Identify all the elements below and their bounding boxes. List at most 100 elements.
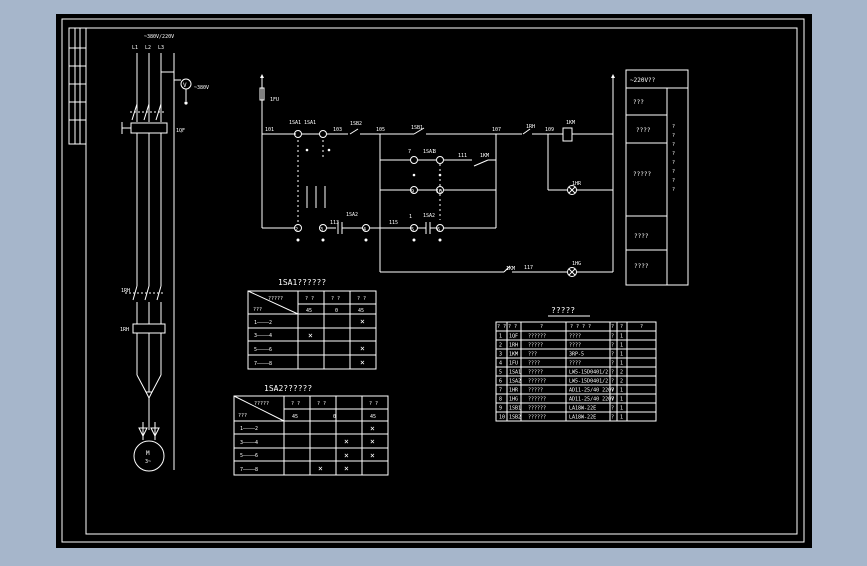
sa2-contact-left: [294, 224, 302, 232]
node-117: 117: [524, 265, 533, 271]
sa2-header: ? ?: [369, 401, 378, 407]
parts-cell-code: 1RH: [509, 343, 518, 349]
sidebar-row-4: ????: [634, 233, 649, 240]
sa1-subheader: 45: [306, 308, 312, 314]
sidebar-mark: ?: [672, 178, 675, 184]
terminal-10: 10: [436, 189, 442, 195]
parts-cell-code: 1HR: [509, 388, 519, 394]
terminal-6: 6: [437, 227, 440, 233]
parts-cell-spec: LW5-15D0401/2: [569, 379, 608, 385]
green-lamp-label: 1HG: [572, 261, 581, 267]
parts-cell-code: 1FU: [509, 361, 518, 367]
parts-cell-no: 9: [499, 406, 502, 412]
fuse-symbol: [259, 87, 265, 101]
parts-cell-no: 7: [499, 388, 502, 394]
parts-cell-code: 1QF: [509, 334, 518, 340]
sb2-label: 1SB2: [350, 121, 362, 127]
parts-cell-name: ??????: [528, 379, 546, 385]
sa2-low-label: 1SA2: [346, 212, 358, 218]
terminal-2: 2: [295, 227, 298, 233]
parts-cell-no: 8: [499, 397, 502, 403]
sa1-contact-9: [410, 186, 418, 194]
left-title-strip: [68, 27, 87, 145]
parts-cell-unit: ?: [611, 370, 614, 376]
sa2-row-label: 7————8: [240, 467, 258, 473]
sa1-mark: ×: [360, 317, 365, 326]
sa2-row-label: 3————4: [240, 440, 258, 446]
parts-cell-qty: 1: [620, 406, 623, 412]
parts-cell-name: ??????: [528, 334, 546, 340]
km-low-label: 1KM: [506, 266, 515, 272]
control-circuit: 1FU 101 1SA1 1SA1 103 1SB2 105 1SB1 107 …: [259, 74, 615, 277]
parts-cell-spec: ????: [569, 334, 581, 340]
sa2-mark: ×: [318, 464, 323, 473]
parts-cell-unit: ?: [611, 352, 614, 358]
parts-cell-spec: LW5-15D0401/2: [569, 370, 608, 376]
sidebar-mark: ?: [672, 124, 675, 130]
sa2-row-label: 5————6: [240, 453, 258, 459]
parts-header: ?: [611, 324, 614, 330]
sa2-truth-table: 1SA2?????? ????? ??? ? ? ? ? ? ? 45 0 45…: [233, 384, 389, 476]
parts-cell-spec: ????: [569, 361, 581, 367]
fuse-label: 1FU: [270, 97, 279, 103]
sa2-subheader: 45: [370, 414, 376, 420]
sa2-mark: ×: [344, 464, 349, 473]
sa1-corner-top: ?????: [268, 296, 283, 302]
sidebar-row-5: ????: [634, 263, 649, 270]
node-103: 103: [333, 127, 342, 133]
sa1-subheader: 45: [358, 308, 364, 314]
parts-cell-no: 1: [499, 334, 502, 340]
parts-cell-qty: 1: [620, 343, 623, 349]
sa2-corner-top: ?????: [254, 401, 269, 407]
parts-cell-no: 6: [499, 379, 502, 385]
sa1-row-label: 7————8: [254, 361, 272, 367]
parts-cell-code: 1SA2: [509, 379, 521, 385]
node-105: 105: [376, 127, 385, 133]
node-115: 115: [389, 220, 398, 226]
parts-cell-name: ??????: [528, 406, 546, 412]
sa1-row-label: 1————2: [254, 320, 272, 326]
sa1-row-label: 5————6: [254, 347, 272, 353]
terminal-8: 8: [433, 149, 436, 155]
sidebar-mark: ?: [672, 160, 675, 166]
sa2-header: ? ?: [317, 401, 326, 407]
sidebar-row-3: ?????: [633, 171, 651, 178]
sa1-mid-label: 1SA1: [304, 120, 316, 126]
sa1-truth-table: 1SA1?????? ????? ??? ? ? ? ? ? ? 45 0 45…: [247, 278, 377, 370]
sa1-header: ? ?: [331, 296, 340, 302]
parts-cell-spec: AD11-25/40 220V: [569, 397, 614, 403]
outer-frame: [61, 18, 805, 543]
sa1-contact-left: [294, 130, 302, 138]
terminal-3: 3: [320, 227, 323, 233]
sa1-contact-8: [436, 156, 444, 164]
parts-cell-name: ??????: [528, 397, 546, 403]
parts-cell-spec: ????: [569, 343, 581, 349]
supply-label: ~380V/220V: [144, 34, 174, 40]
km-contact-label: 1KM: [480, 153, 489, 159]
parts-cell-qty: 1: [620, 361, 623, 367]
sa1-mark: ×: [308, 331, 313, 340]
phase-label-l1: L1: [132, 45, 138, 51]
parts-cell-code: 1SB2: [509, 415, 521, 421]
parts-cell-spec: 3RP-5: [569, 352, 584, 358]
parts-cell-no: 3: [499, 352, 502, 358]
sa2-mid-label: 1SA2: [423, 213, 435, 219]
parts-cell-unit: ?: [611, 343, 614, 349]
parts-cell-spec: AD11-25/40 220V: [569, 388, 614, 394]
sa2-subheader: 45: [292, 414, 298, 420]
sa2-row-label: 1————2: [240, 426, 258, 432]
parts-header: ?: [540, 324, 543, 330]
sidebar-mark: ?: [672, 169, 675, 175]
parts-header: ?: [620, 324, 623, 330]
sa1-subheader: 0: [335, 308, 338, 314]
parts-cell-unit: ?: [611, 388, 614, 394]
parts-cell-name: ?????: [528, 388, 543, 394]
parts-cell-unit: ?: [611, 361, 614, 367]
parts-cell-no: 4: [499, 361, 502, 367]
parts-cell-qty: 2: [620, 370, 623, 376]
phase-label-l3: L3: [158, 45, 164, 51]
parts-cell-qty: 1: [620, 352, 623, 358]
parts-cell-unit: ?: [611, 415, 614, 421]
